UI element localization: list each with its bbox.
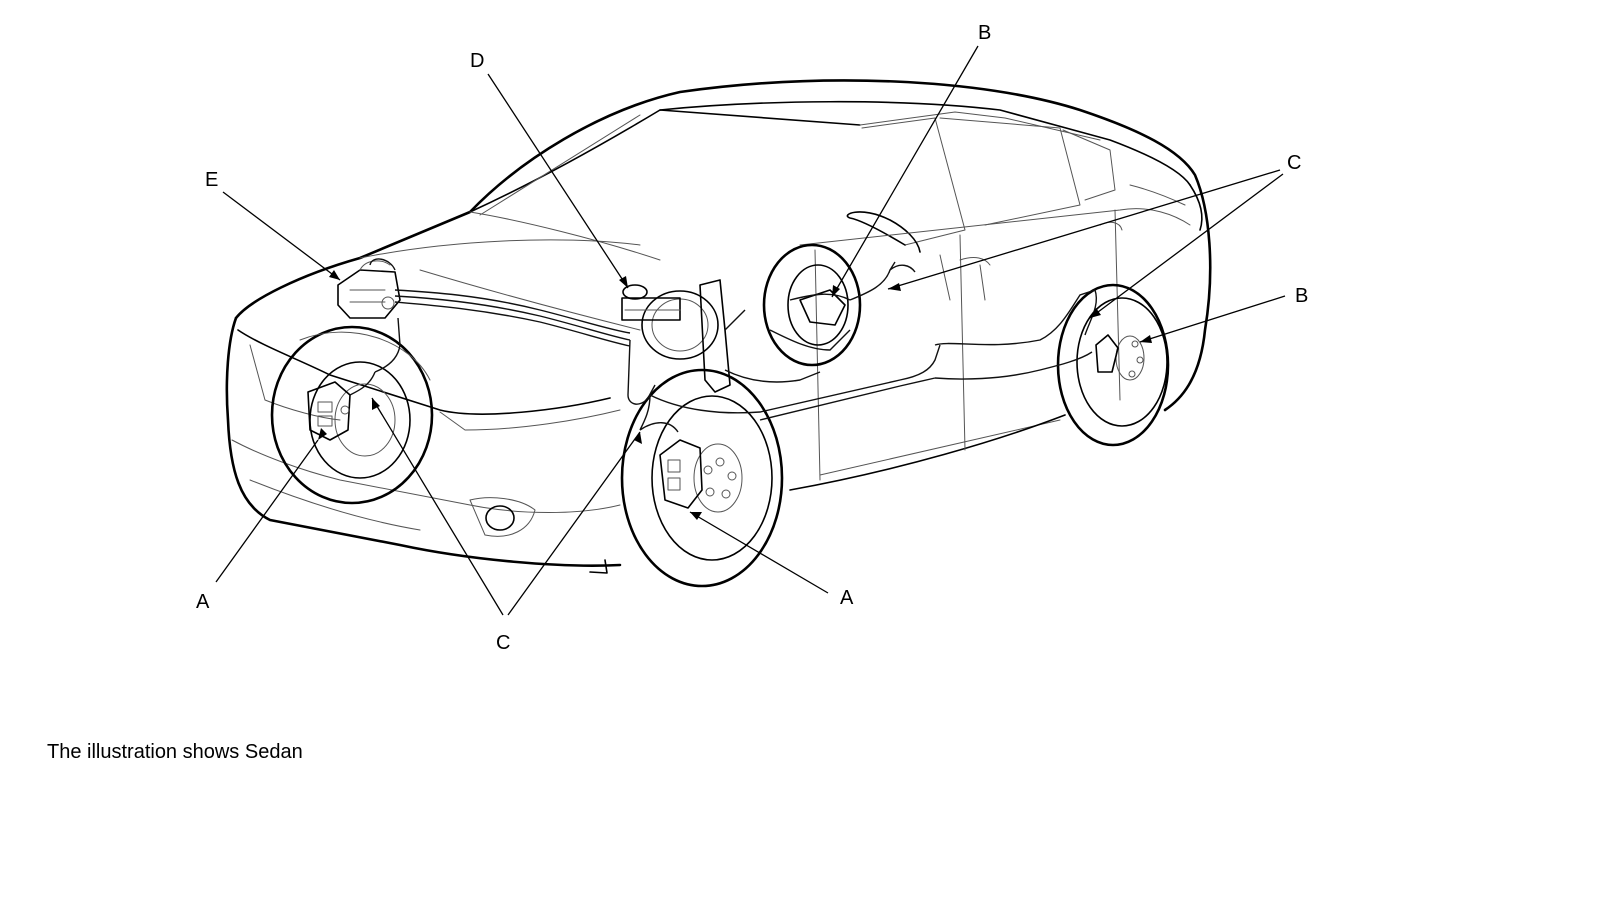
callout-label-A-front-left: A: [196, 591, 210, 613]
callout-label-E: E: [205, 169, 218, 191]
callout-label-B-rear-right: B: [1295, 285, 1308, 307]
leader-line-C-front-left: [371, 397, 504, 616]
car-body: [225, 79, 1212, 574]
leader-line-C-rear-left: [887, 169, 1281, 290]
leader-line-A-front-left: [215, 439, 319, 583]
leader-line-D: [487, 73, 629, 289]
front-left-wheel: [270, 325, 434, 505]
front-left-caliper: [307, 381, 351, 441]
leader-line-C-front-right: [507, 431, 641, 616]
rear-right-wheel: [1056, 283, 1170, 447]
illustration-caption: The illustration shows Sedan: [47, 741, 303, 763]
leader-line-B-rear-left: [831, 45, 979, 298]
leader-line-A-front-right: [689, 511, 829, 594]
leader-line-E: [222, 191, 341, 281]
leader-line-C-rear-right: [1089, 173, 1284, 319]
callout-label-B-rear-left: B: [978, 22, 991, 44]
callout-label-C-front: C: [496, 632, 510, 654]
front-right-caliper: [659, 439, 703, 509]
front-right-wheel: [620, 368, 784, 588]
leader-lines: [215, 45, 1286, 616]
callout-label-A-front-right: A: [840, 587, 854, 609]
master-cylinder: [621, 284, 681, 321]
leader-line-B-rear-right: [1139, 295, 1286, 343]
rear-left-wheel: [762, 243, 862, 367]
callout-label-D: D: [470, 50, 484, 72]
callout-label-C-rear: C: [1287, 152, 1301, 174]
brake-booster: [641, 279, 731, 393]
brake-lines: [349, 258, 1097, 433]
abs-modulator-unit: [337, 260, 401, 319]
